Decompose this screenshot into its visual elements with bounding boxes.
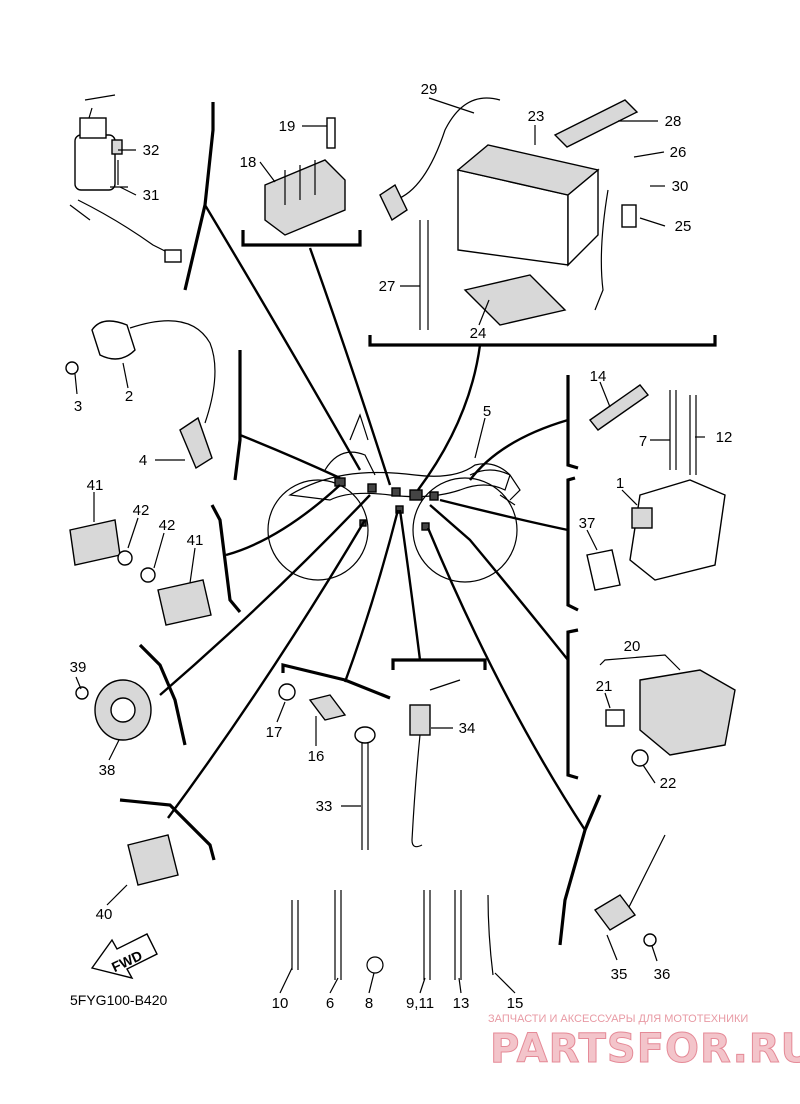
callout-2: 2 bbox=[125, 388, 133, 405]
callout-37: 37 bbox=[579, 515, 596, 532]
callout-21: 21 bbox=[596, 678, 613, 695]
callout-28: 28 bbox=[665, 113, 682, 130]
callout-18: 18 bbox=[240, 154, 257, 171]
callout-34: 34 bbox=[459, 720, 476, 737]
battery-assembly bbox=[379, 97, 639, 330]
callout-42-lower: 42 bbox=[159, 517, 176, 534]
reflectors bbox=[69, 519, 212, 626]
motorcycle-silhouette bbox=[267, 413, 521, 583]
callout-1: 1 bbox=[616, 475, 624, 492]
neutral-switch bbox=[278, 683, 376, 850]
horn bbox=[75, 679, 152, 741]
callout-32: 32 bbox=[143, 142, 160, 159]
callout-8: 8 bbox=[365, 995, 373, 1012]
callout-36: 36 bbox=[654, 966, 671, 983]
callout-23: 23 bbox=[528, 108, 545, 125]
callout-15: 15 bbox=[507, 995, 524, 1012]
diagram-code: 5FYG100-B420 bbox=[70, 992, 167, 1008]
watermark-brand: PARTSFOR.RU bbox=[490, 1026, 800, 1072]
relay-unit bbox=[127, 834, 179, 886]
stop-switch bbox=[409, 679, 461, 848]
cdi-unit bbox=[586, 479, 726, 591]
watermark-caption: ЗАПЧАСТИ И АКСЕССУАРЫ ДЛЯ МОТОТЕХНИКИ bbox=[488, 1013, 748, 1025]
callout-numbers: 32 31 19 18 29 23 28 26 30 25 27 24 2 3 … bbox=[70, 81, 733, 1012]
watermark: ЗАПЧАСТИ И АКСЕССУАРЫ ДЛЯ МОТОТЕХНИКИ PA… bbox=[488, 1013, 800, 1073]
pickup-coil bbox=[593, 834, 666, 947]
callout-7: 7 bbox=[639, 433, 647, 450]
callout-14: 14 bbox=[590, 368, 607, 385]
callout-3: 3 bbox=[74, 398, 82, 415]
callout-27: 27 bbox=[379, 278, 396, 295]
callout-10: 10 bbox=[272, 995, 289, 1012]
callout-42-upper: 42 bbox=[133, 502, 150, 519]
callout-16: 16 bbox=[308, 748, 325, 765]
callout-41-lower: 41 bbox=[187, 532, 204, 549]
main-switch bbox=[69, 94, 182, 263]
callout-5: 5 bbox=[483, 403, 491, 420]
cable-ties-bottom bbox=[291, 890, 494, 980]
callout-9-11: 9,11 bbox=[406, 995, 434, 1012]
group-brackets bbox=[119, 102, 717, 946]
callout-4: 4 bbox=[139, 452, 147, 469]
callout-leaders bbox=[74, 97, 705, 994]
callout-33: 33 bbox=[316, 798, 333, 815]
callout-30: 30 bbox=[672, 178, 689, 195]
callout-17: 17 bbox=[266, 724, 283, 741]
starter-relay bbox=[605, 669, 736, 767]
callout-29: 29 bbox=[421, 81, 438, 98]
leader-lines bbox=[159, 204, 587, 831]
callout-41-upper: 41 bbox=[87, 477, 104, 494]
callout-40: 40 bbox=[96, 906, 113, 923]
callout-38: 38 bbox=[99, 762, 116, 779]
callout-22: 22 bbox=[660, 775, 677, 792]
callout-26: 26 bbox=[670, 144, 687, 161]
callout-20: 20 bbox=[624, 638, 641, 655]
callout-25: 25 bbox=[675, 218, 692, 235]
callout-35: 35 bbox=[611, 966, 628, 983]
callout-12: 12 bbox=[716, 429, 733, 446]
ignition-coil bbox=[65, 320, 216, 470]
callout-6: 6 bbox=[326, 995, 334, 1012]
fwd-arrow-icon: FWD bbox=[90, 933, 158, 980]
callout-39: 39 bbox=[70, 659, 87, 676]
callout-31: 31 bbox=[143, 187, 160, 204]
cable-ties-top bbox=[588, 384, 697, 475]
callout-13: 13 bbox=[453, 995, 470, 1012]
callout-19: 19 bbox=[279, 118, 296, 135]
rectifier-regulator bbox=[264, 117, 346, 236]
callout-24: 24 bbox=[470, 325, 487, 342]
